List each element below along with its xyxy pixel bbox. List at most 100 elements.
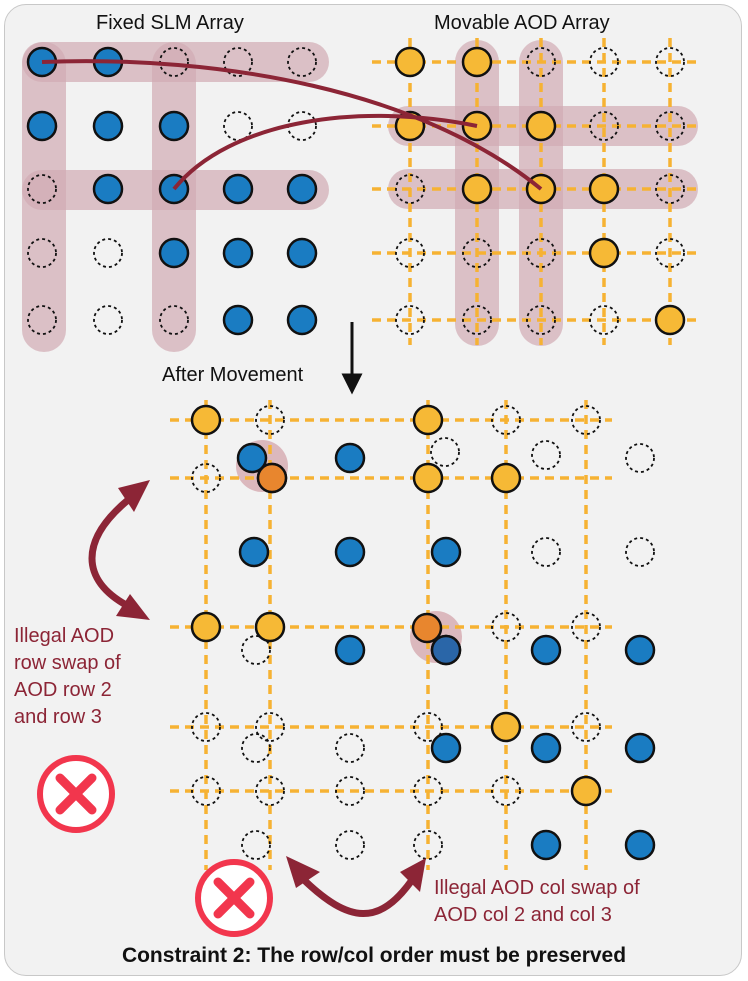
empty-site (655, 174, 685, 204)
empty-site (589, 111, 619, 141)
slm-atom (26, 110, 58, 142)
empty-site (191, 712, 221, 742)
empty-site (625, 537, 655, 567)
slm-atom (158, 110, 190, 142)
empty-site (531, 537, 561, 567)
empty-site (241, 830, 271, 860)
empty-site (287, 47, 317, 77)
slm-atom (530, 829, 562, 861)
aod-array-title: Movable AOD Array (434, 12, 610, 34)
aod-atom (461, 173, 493, 205)
empty-site (625, 443, 655, 473)
empty-site (191, 463, 221, 493)
transfer-curves-layer (41, 59, 543, 191)
empty-site (531, 440, 561, 470)
slm-atom (334, 634, 366, 666)
empty-site (655, 47, 685, 77)
empty-site (462, 238, 492, 268)
slm-atom (286, 173, 318, 205)
aod-atom (412, 404, 444, 436)
transfer-curve (41, 59, 543, 191)
slm-atom (624, 829, 656, 861)
aod-atom (461, 46, 493, 78)
slm-array-title: Fixed SLM Array (96, 12, 244, 34)
empty-site (335, 733, 365, 763)
row-swap-line: Illegal AOD (14, 625, 115, 647)
empty-site (526, 305, 556, 335)
double-arrow-icon (88, 480, 150, 620)
empty-site (255, 712, 285, 742)
aod-atom (490, 462, 522, 494)
empty-site (589, 305, 619, 335)
empty-site (413, 776, 443, 806)
error-icons-layer (37, 755, 273, 937)
slm-atom (236, 442, 268, 474)
arrow-head (118, 480, 150, 512)
arrow-head (286, 856, 320, 888)
slm-atom (430, 536, 462, 568)
slm-atom (624, 732, 656, 764)
empty-site (335, 830, 365, 860)
overlap-slm-atom (430, 634, 462, 666)
empty-site (241, 733, 271, 763)
slm-atom (286, 304, 318, 336)
empty-site (395, 305, 425, 335)
aod-atom (570, 775, 602, 807)
empty-site (526, 238, 556, 268)
empty-site (93, 238, 123, 268)
empty-site (571, 612, 601, 642)
col-swap-line: Illegal AOD col swap of (434, 877, 640, 899)
empty-site (413, 830, 443, 860)
slm-atom (624, 634, 656, 666)
empty-site (655, 111, 685, 141)
col-swap-annotation: Illegal AOD col swap of AOD col 2 and co… (434, 875, 734, 929)
atom-layer (26, 46, 686, 861)
empty-site (255, 405, 285, 435)
slm-atom (334, 536, 366, 568)
error-x-icon (37, 755, 115, 833)
slm-atom (222, 173, 254, 205)
empty-site (27, 305, 57, 335)
empty-site (430, 437, 460, 467)
empty-site (589, 47, 619, 77)
overlap-aod-atom (411, 612, 443, 644)
aod-atom (490, 711, 522, 743)
empty-site (413, 712, 443, 742)
highlight-layer (22, 40, 698, 663)
empty-site (335, 776, 365, 806)
slm-atom (238, 536, 270, 568)
arrow-shaft (88, 496, 132, 610)
empty-site (571, 712, 601, 742)
empty-site (255, 776, 285, 806)
slm-atom (92, 110, 124, 142)
after-movement-label: After Movement (162, 364, 304, 386)
slm-atom (530, 732, 562, 764)
empty-site (93, 305, 123, 335)
empty-site (395, 238, 425, 268)
empty-site (462, 305, 492, 335)
transfer-curve (172, 113, 478, 191)
empty-site (27, 174, 57, 204)
slm-atom (430, 732, 462, 764)
aod-atom (654, 304, 686, 336)
empty-site (223, 47, 253, 77)
empty-site (491, 776, 521, 806)
aod-atom (412, 462, 444, 494)
slm-atom (286, 237, 318, 269)
empty-site (491, 612, 521, 642)
double-arrow-icon (286, 856, 426, 917)
aod-atom (588, 237, 620, 269)
arrow-shaft (298, 874, 416, 917)
overlap-aod-atom (256, 462, 288, 494)
row-swap-annotation: Illegal AOD row swap of AOD row 2 and ro… (14, 623, 174, 731)
slm-atom (222, 237, 254, 269)
empty-site (571, 405, 601, 435)
slm-atom (222, 304, 254, 336)
error-icon-stroke (213, 877, 255, 919)
empty-site (27, 238, 57, 268)
col-swap-line: AOD col 2 and col 3 (434, 904, 612, 926)
empty-site (191, 776, 221, 806)
aod-atom (254, 611, 286, 643)
